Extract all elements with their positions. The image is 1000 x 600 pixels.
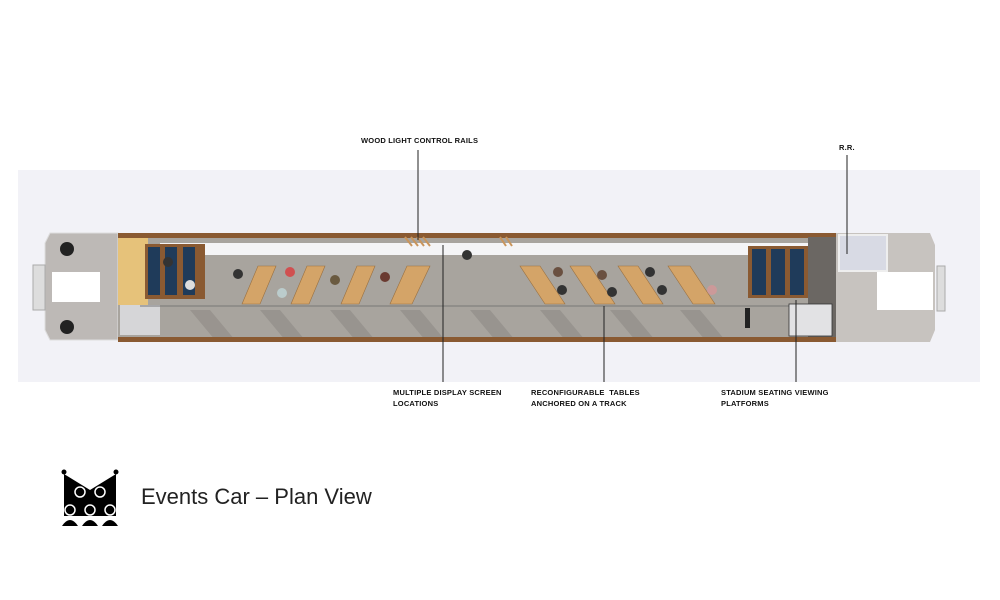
callout-display-screens: MULTIPLE DISPLAY SCREEN LOCATIONS [393, 387, 502, 409]
callout-stadium-line1: STADIUM SEATING VIEWING [721, 388, 829, 397]
page-title: Events Car – Plan View [141, 484, 372, 509]
people-right [553, 267, 717, 297]
callout-wood-light-control-rails: WOOD LIGHT CONTROL RAILS [361, 136, 479, 145]
left-car-end [32, 232, 119, 341]
stadium-seating-left [145, 244, 205, 299]
window-strip [160, 243, 836, 255]
top-rail [118, 233, 836, 238]
wood-light-control-rails [404, 236, 513, 247]
callout-tables-line2: ANCHORED ON A TRACK [531, 399, 627, 408]
right-car-end [836, 233, 946, 342]
callout-display-line2: LOCATIONS [393, 399, 439, 408]
callout-stadium-line2: PLATFORMS [721, 399, 769, 408]
callout-restroom: R.R. [839, 143, 855, 152]
people-left [233, 250, 472, 298]
wood-platform-left [118, 237, 148, 305]
callout-stadium-seating: STADIUM SEATING VIEWING PLATFORMS [721, 387, 829, 409]
callout-display-line1: MULTIPLE DISPLAY SCREEN [393, 388, 502, 397]
restroom [838, 234, 888, 272]
callout-tables-line1: RECONFIGURABLE TABLES [531, 388, 640, 397]
bottom-rail [118, 337, 836, 342]
callout-reconfigurable-tables: RECONFIGURABLE TABLES ANCHORED ON A TRAC… [531, 387, 640, 409]
tables-left [241, 265, 431, 305]
tables-right [519, 265, 716, 305]
events-audience-spotlight-icon [61, 469, 119, 526]
shadows [190, 310, 725, 340]
callout-leader-lines [417, 150, 848, 382]
platform-screen-left [120, 305, 160, 335]
